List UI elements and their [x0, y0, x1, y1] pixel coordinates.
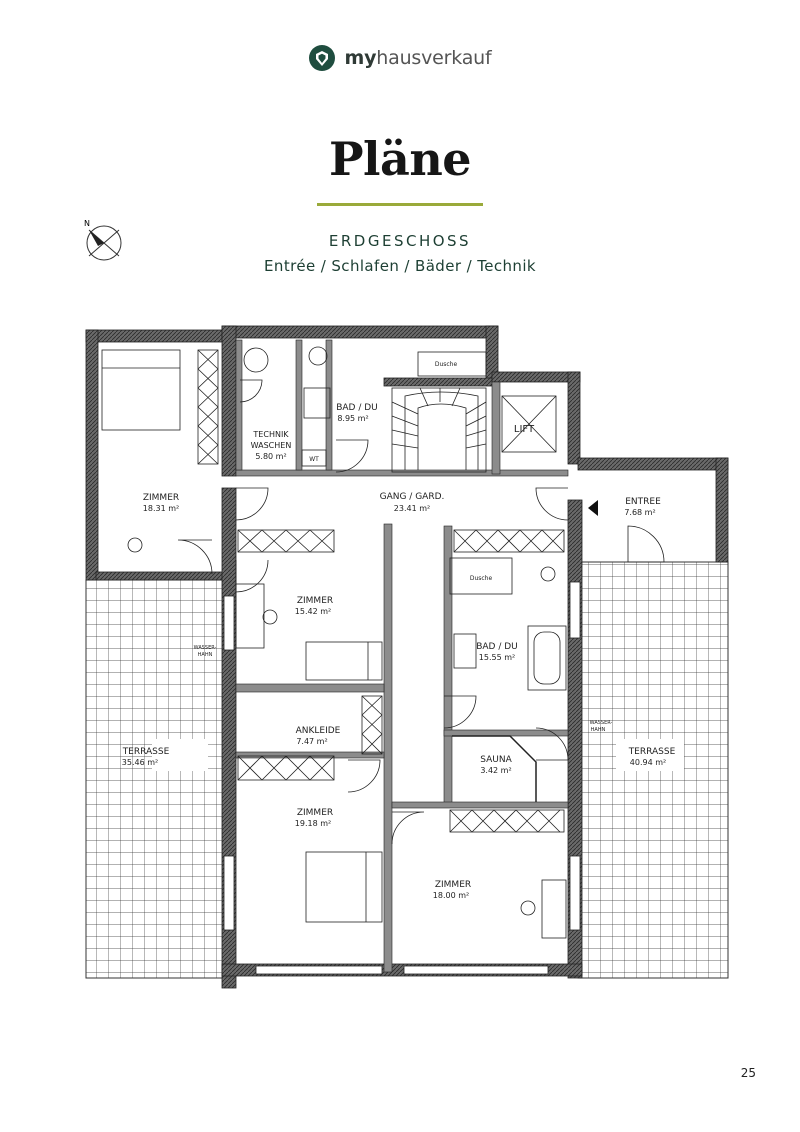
room-name: ZIMMER — [143, 493, 179, 503]
brand-header: myhausverkauf — [0, 44, 800, 72]
room-area: 23.41 m² — [394, 504, 430, 513]
page-title: Pläne — [328, 132, 472, 186]
compass-icon: N — [84, 219, 122, 261]
room-name: TERRASSE — [628, 747, 676, 757]
terrace-east — [577, 561, 729, 979]
sauna-walls — [452, 735, 537, 802]
doors — [177, 379, 665, 845]
brand-logo-icon — [309, 45, 336, 71]
floor-name: ERDGESCHOSS — [328, 232, 472, 250]
staircase — [391, 387, 487, 473]
windows — [223, 581, 581, 975]
fixture-label: HAHN — [591, 727, 606, 733]
room-name: ANKLEIDE — [296, 726, 341, 736]
room-area: 7.47 m² — [296, 737, 327, 746]
fixture-label: Dusche — [435, 361, 458, 368]
room-area: 15.42 m² — [295, 607, 331, 616]
room-area: 15.55 m² — [479, 653, 515, 662]
room-name: BAD / DU — [336, 403, 378, 413]
room-area: 5.80 m² — [255, 452, 286, 461]
brand-name-regular: hausverkauf — [376, 47, 492, 69]
fixture-label: HAHN — [198, 652, 213, 658]
room-name: BAD / DU — [476, 642, 518, 652]
room-label-wt: WT — [309, 456, 319, 463]
room-name: ZIMMER — [435, 880, 471, 890]
wardrobes — [197, 349, 565, 833]
fixture-label: WASSER- — [590, 720, 613, 726]
brand-name-bold: my — [344, 47, 377, 69]
room-area: 7.68 m² — [624, 508, 655, 517]
terrace-west — [85, 579, 225, 979]
room-area: 8.95 m² — [337, 414, 368, 423]
room-area: 19.18 m² — [295, 819, 331, 828]
furniture — [101, 346, 567, 939]
room-name: LIFT — [514, 424, 535, 435]
room-area: 18.31 m² — [143, 504, 179, 513]
room-area: 40.94 m² — [630, 758, 666, 767]
compass-north-label: N — [84, 219, 90, 228]
fixture-label: Dusche — [470, 575, 493, 582]
room-area: 35.46 m² — [122, 758, 158, 767]
room-name: WASCHEN — [251, 441, 292, 450]
floor-plan: ZIMMER 18.31 m² TECHNIK WASCHEN 5.80 m² … — [85, 325, 729, 989]
interior-walls — [235, 339, 569, 973]
room-area: 3.42 m² — [480, 766, 511, 775]
room-name: ENTREE — [625, 497, 661, 507]
room-name: GANG / GARD. — [380, 492, 445, 502]
fixture-label: WASSER- — [194, 645, 217, 651]
room-name: SAUNA — [480, 755, 512, 765]
room-name: TECHNIK — [252, 430, 289, 439]
entrance-arrow-icon — [588, 500, 598, 516]
room-name: ZIMMER — [297, 808, 333, 818]
room-labels: ZIMMER 18.31 m² TECHNIK WASCHEN 5.80 m² … — [122, 361, 676, 900]
room-name: ZIMMER — [297, 596, 333, 606]
brand-name: myhausverkauf — [344, 47, 491, 69]
page-number: 25 — [740, 1066, 756, 1080]
floor-description: Entrée / Schlafen / Bäder / Technik — [264, 257, 536, 275]
title-underline — [317, 203, 483, 206]
room-name: TERRASSE — [122, 747, 170, 757]
room-area: 18.00 m² — [433, 891, 469, 900]
